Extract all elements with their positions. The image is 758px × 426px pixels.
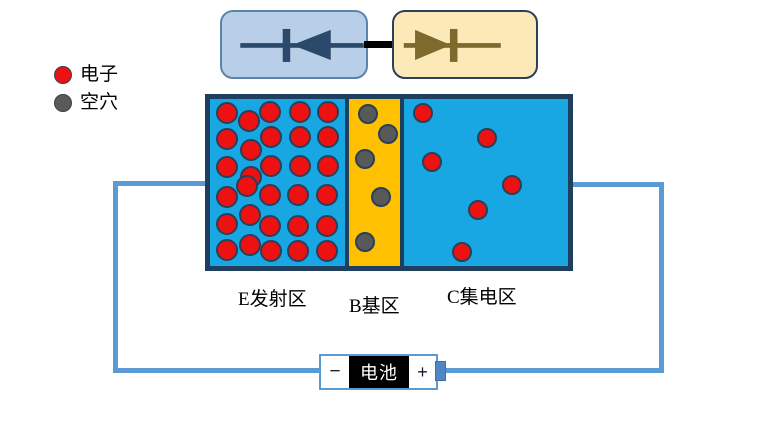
battery-plus-terminal: + <box>417 361 428 382</box>
hole-legend-icon <box>54 94 72 112</box>
base-region-label: B基区 <box>349 296 400 317</box>
wire-bottom-left <box>113 368 319 373</box>
wire-left-top <box>113 181 205 186</box>
junction-divider <box>345 99 349 266</box>
wire-right-top <box>572 182 664 187</box>
diode-box-left <box>220 10 368 79</box>
transistor-block <box>205 94 573 271</box>
collector-region-label: C集电区 <box>447 287 517 308</box>
emitter-region <box>210 99 345 266</box>
wire-bottom-right <box>446 368 664 373</box>
battery: − 电池 + <box>319 354 438 390</box>
emitter-region-label: E发射区 <box>238 289 307 310</box>
electron-legend-icon <box>54 66 72 84</box>
wire-right-vertical <box>659 182 664 373</box>
junction-divider <box>400 99 404 266</box>
base-region <box>349 99 400 266</box>
diode-right-icon <box>403 28 501 62</box>
battery-minus-terminal: − <box>329 361 341 382</box>
wire-left-vertical <box>113 181 118 373</box>
diode-left-icon <box>240 28 364 62</box>
diode-box-right <box>392 10 538 79</box>
battery-label: 电池 <box>349 356 409 388</box>
battery-terminal-nub <box>435 361 446 381</box>
electron-legend-label: 电子 <box>80 64 119 85</box>
hole-legend-label: 空穴 <box>80 92 119 113</box>
collector-region <box>404 99 568 266</box>
diode-connector-bar <box>364 41 396 48</box>
